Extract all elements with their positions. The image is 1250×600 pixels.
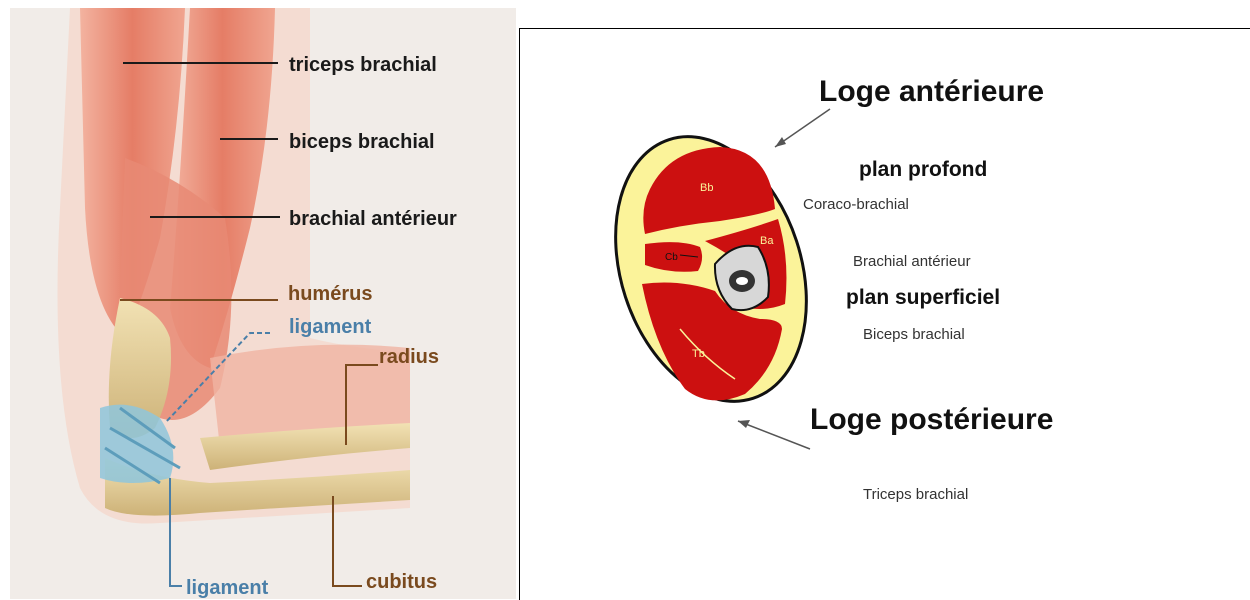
label-radius: radius <box>379 346 439 368</box>
brachial-anterieur-label: Brachial antérieur <box>853 253 971 270</box>
label-cb: Cb <box>665 252 678 263</box>
arrow-posterior-head <box>738 420 750 428</box>
label-tb: Tb <box>692 348 705 360</box>
elbow-anatomy-illustration: triceps brachial biceps brachial brachia… <box>10 8 516 599</box>
plan-profond-heading: plan profond <box>859 158 987 181</box>
triceps-brachial-label: Triceps brachial <box>863 486 968 503</box>
cross-section-drawing: Bb Ba Cb Tb Loge antérieure plan profond… <box>520 29 1250 600</box>
loge-posterieure-heading: Loge postérieure <box>810 403 1053 436</box>
label-bb: Bb <box>700 182 713 194</box>
elbow-drawing: triceps brachial biceps brachial brachia… <box>10 8 516 599</box>
biceps-brachial-label: Biceps brachial <box>863 326 965 343</box>
label-triceps: triceps brachial <box>289 54 437 76</box>
arm-cross-section: Bb Ba Cb Tb Loge antérieure plan profond… <box>519 28 1250 600</box>
arrow-anterior-head <box>775 137 786 147</box>
label-cubitus: cubitus <box>366 571 437 593</box>
arrow-posterior-line <box>738 421 810 449</box>
bone-marrow-center <box>736 277 748 285</box>
loge-anterieure-heading: Loge antérieure <box>819 75 1044 108</box>
label-humerus: humérus <box>288 283 372 305</box>
label-ligament-top: ligament <box>289 316 372 338</box>
coraco-brachial-label: Coraco-brachial <box>803 196 909 213</box>
label-ligament-bottom: ligament <box>186 577 269 599</box>
label-brachial: brachial antérieur <box>289 208 457 230</box>
label-biceps: biceps brachial <box>289 131 435 153</box>
label-ba: Ba <box>760 235 774 247</box>
plan-superficiel-heading: plan superficiel <box>846 286 1000 309</box>
